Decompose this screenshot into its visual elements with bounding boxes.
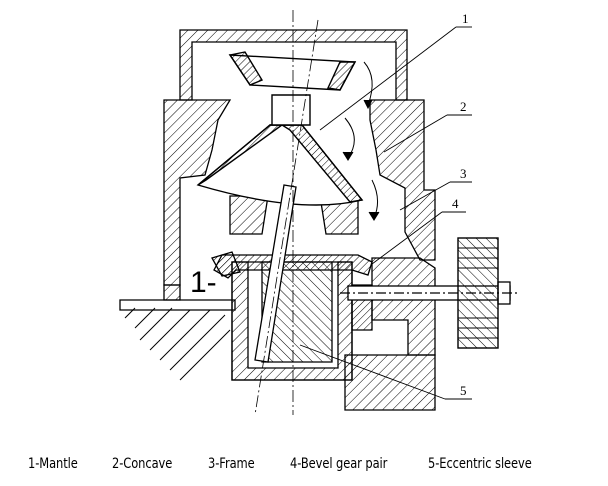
flow-arrows <box>342 61 380 221</box>
ground-hatch <box>124 307 231 381</box>
legend-item-bevel-gear-pair: 4-Bevel gear pair <box>290 456 388 472</box>
frame <box>119 29 436 411</box>
mantle <box>196 94 364 206</box>
main-shaft <box>254 184 297 363</box>
pulley <box>457 237 499 349</box>
legend: 1-Mantle 2-Concave 3-Frame 4-Bevel gear … <box>0 452 608 480</box>
callout-5: 5 <box>460 383 467 398</box>
legend-item-frame: 3-Frame <box>208 456 255 472</box>
leader-lines <box>299 26 472 400</box>
callout-2: 2 <box>460 99 467 114</box>
callout-1: 1 <box>462 11 469 26</box>
callout-4: 4 <box>452 196 459 211</box>
callout-3: 3 <box>460 166 467 181</box>
center-lines <box>254 10 319 416</box>
legend-item-mantle: 1-Mantle <box>28 456 78 472</box>
side-label: 1- <box>190 266 217 299</box>
legend-item-eccentric-sleeve: 5-Eccentric sleeve <box>428 456 532 472</box>
legend-item-concave: 2-Concave <box>112 456 173 472</box>
gyratory-crusher-diagram: 1 2 3 4 5 1- <box>119 10 520 416</box>
distribution-plate <box>228 51 357 91</box>
left-tooth <box>211 251 241 277</box>
